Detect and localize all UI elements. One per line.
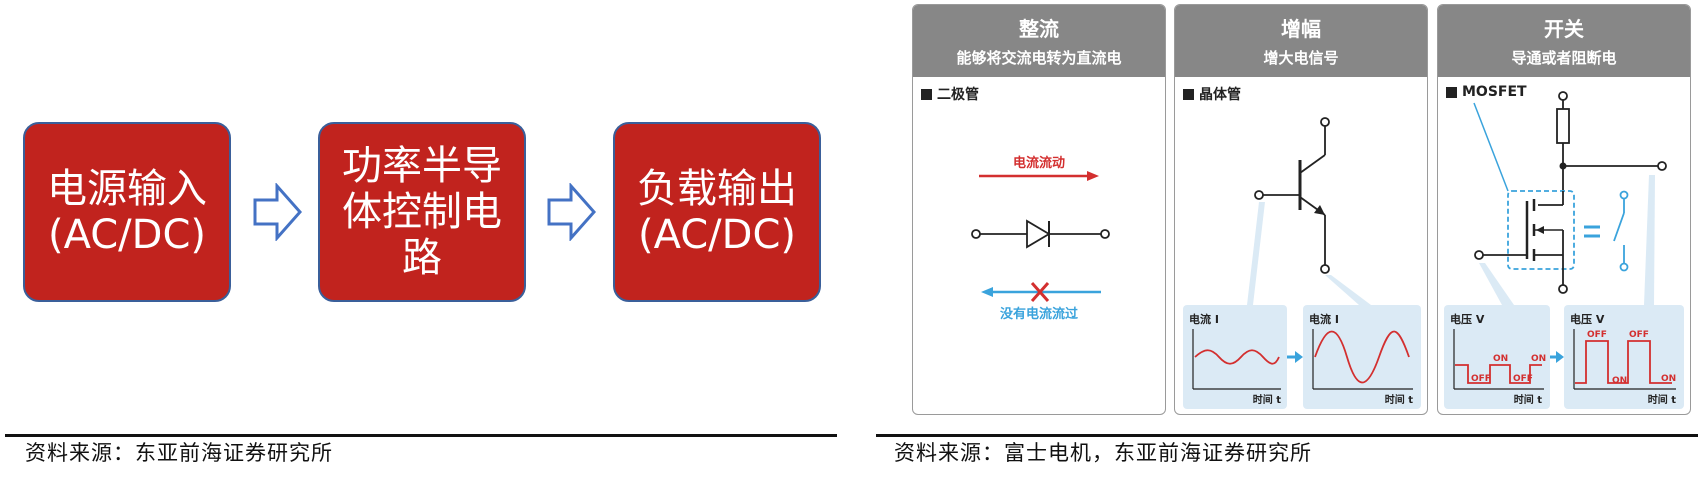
flow-box-line: 负载输出 [637,166,797,212]
on-label: ON [1493,354,1508,364]
component-name: MOSFET [1462,84,1527,100]
resistor-icon [1556,108,1570,144]
flow-box-power-input: 电源输入 (AC/DC) [23,122,231,302]
blocked-arrowhead-icon [981,287,993,297]
left-source-rule [5,434,837,437]
diode-symbol-icon [1026,219,1051,249]
off-label: OFF [1629,330,1649,340]
small-signal-wave [1194,349,1280,365]
flow-box-line: 路 [402,235,442,281]
flow-box-line: 体控制电 [342,189,502,235]
terminal-icon [1474,250,1484,260]
panel-rectification: 整流 能够将交流电转为直流电 二极管 电流流动 没有电流流过 [912,4,1166,415]
graph-y-label: 电压 V [1450,312,1485,326]
terminal-icon [1558,284,1568,294]
output-voltage-wave [1575,340,1672,384]
flow-arrow-right-icon [253,183,303,241]
mosfet-outline [1507,190,1575,270]
terminal-icon [1657,161,1667,171]
diode-diagram: 电流流动 没有电流流过 [971,155,1110,322]
terminal-icon [1320,117,1330,127]
graph-y-label: 电流 I [1189,312,1219,326]
flow-box-power-semiconductor: 功率半导 体控制电 路 [318,122,526,302]
transistor-diagram: 电流 I 时间 t 电流 I 时间 t [1183,117,1421,409]
amplified-signal-wave [1314,330,1410,384]
graph-y-label: 电压 V [1570,312,1605,326]
off-label: OFF [1471,374,1491,384]
emitter-arrow-icon [1314,205,1325,215]
component-label: 晶体管 [1183,84,1241,104]
graph-x-label: 时间 t [1648,393,1676,406]
graph-x-label: 时间 t [1253,393,1281,406]
mosfet-diagram: 电压 V OFF ON OFF ON 时间 t 电压 V OFF ON OFF … [1444,91,1684,409]
panel-header: 增幅 增大电信号 [1175,5,1427,77]
flow-box-load-output: 负载输出 (AC/DC) [613,122,821,302]
right-source-note: 资料来源：富士电机，东亚前海证券研究所 [894,441,1312,465]
graph-y-label: 电流 I [1309,312,1339,326]
panel-subtitle: 能够将交流电转为直流电 [956,49,1122,67]
flow-arrow-right-icon [547,183,597,241]
gate-voltage-wave [1455,364,1542,384]
flow-box-line: 功率半导 [342,143,502,189]
switch-icon [1613,212,1625,242]
current-flow-label: 电流流动 [1013,155,1065,171]
terminal-icon [971,229,981,239]
flow-box-line: (AC/DC) [47,212,206,258]
panel-title: 整流 [1019,17,1059,41]
panel-subtitle: 导通或者阻断电 [1511,49,1617,67]
bullet-square-icon [1446,86,1457,98]
switch-terminal-icon [1619,190,1629,200]
panel-subtitle: 增大电信号 [1263,49,1339,67]
flow-box-line: (AC/DC) [637,212,796,258]
panel-title: 开关 [1544,17,1584,41]
current-arrowhead-icon [1087,171,1099,181]
panel-title: 增幅 [1281,17,1321,41]
bullet-square-icon [921,88,932,100]
panel-header: 开关 导通或者阻断电 [1438,5,1690,77]
bullet-square-icon [1183,88,1194,100]
component-name: 晶体管 [1199,87,1241,103]
graph-x-label: 时间 t [1514,393,1542,406]
on-label: ON [1661,374,1676,384]
flow-box-line: 电源输入 [47,166,207,212]
terminal-icon [1558,91,1568,101]
no-current-label: 没有电流流过 [1000,306,1078,322]
off-label: OFF [1587,330,1607,340]
component-name: 二极管 [937,87,979,103]
terminal-icon [1254,190,1264,200]
right-source-rule [876,434,1698,437]
panel-amplification: 增幅 增大电信号 晶体管 电流 I 时间 t 电流 I [1174,4,1428,415]
terminal-icon [1100,229,1110,239]
component-label: MOSFET [1446,84,1527,100]
left-source-note: 资料来源：东亚前海证券研究所 [25,441,333,465]
terminal-icon [1320,264,1330,274]
off-label: OFF [1513,374,1533,384]
panel-header: 整流 能够将交流电转为直流电 [913,5,1165,77]
panel-switching: 开关 导通或者阻断电 MOSFET [1437,4,1691,415]
on-label: ON [1612,376,1627,386]
arrow-right-icon [1556,351,1564,363]
on-label: ON [1531,354,1546,364]
switch-terminal-icon [1619,262,1629,272]
component-label: 二极管 [921,84,979,104]
graph-x-label: 时间 t [1385,393,1413,406]
arrow-right-icon [1295,351,1303,363]
